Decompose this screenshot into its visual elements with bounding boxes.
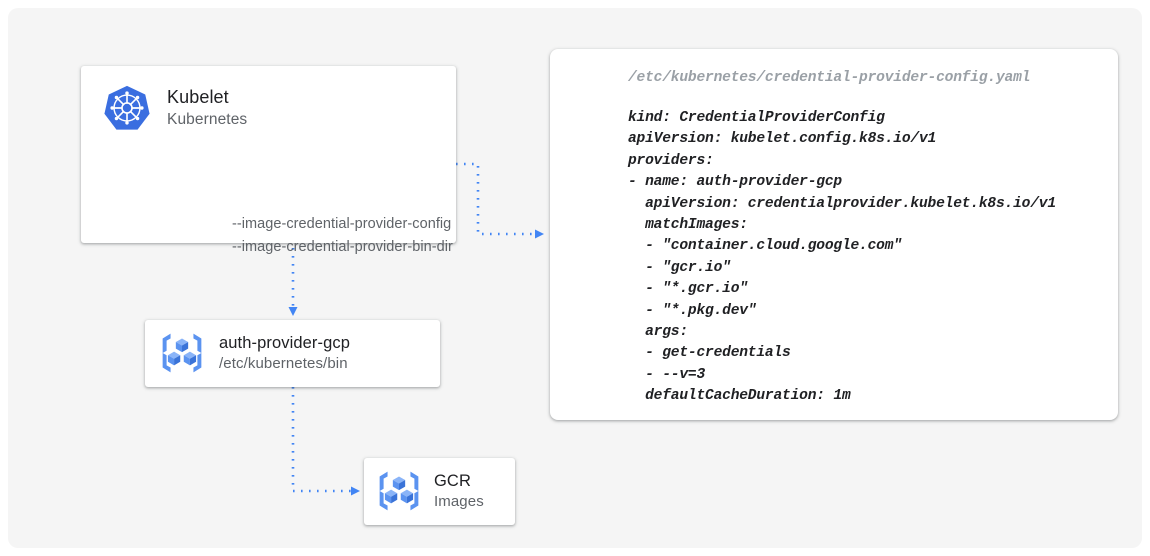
artifact-registry-icon bbox=[376, 469, 422, 513]
yaml-line: - "container.cloud.google.com" bbox=[628, 238, 902, 255]
gcr-card-text: GCR Images bbox=[434, 471, 484, 512]
kubelet-card[interactable]: Kubelet Kubernetes --image-credential-pr… bbox=[81, 66, 456, 255]
auth-provider-gcp-card[interactable]: auth-provider-gcp /etc/kubernetes/bin bbox=[145, 320, 440, 387]
yaml-spacer bbox=[628, 89, 1104, 108]
yaml-line: apiVersion: kubelet.config.k8s.io/v1 bbox=[628, 131, 937, 148]
yaml-line: args: bbox=[628, 324, 688, 341]
yaml-line: - name: auth-provider-gcp bbox=[628, 174, 842, 191]
yaml-line: apiVersion: credentialprovider.kubelet.k… bbox=[628, 195, 1056, 212]
kubelet-subtitle: Kubernetes bbox=[167, 111, 248, 128]
kubelet-card-text: Kubelet Kubernetes bbox=[167, 86, 247, 130]
yaml-line: defaultCacheDuration: 1m bbox=[628, 388, 851, 405]
yaml-line: - "gcr.io" bbox=[628, 259, 731, 276]
auth-provider-gcp-text: auth-provider-gcp /etc/kubernetes/bin bbox=[219, 333, 350, 374]
auth-provider-gcp-header: auth-provider-gcp /etc/kubernetes/bin bbox=[159, 331, 350, 375]
diagram-canvas: Kubelet Kubernetes --image-credential-pr… bbox=[8, 8, 1142, 548]
credential-provider-config-card[interactable]: /etc/kubernetes/credential-provider-conf… bbox=[550, 49, 1118, 420]
cube-top bbox=[392, 476, 406, 491]
kubelet-flag-config: --image-credential-provider-config bbox=[232, 216, 452, 232]
kubelet-flags-list: --image-credential-provider-config --ima… bbox=[232, 213, 453, 259]
kubernetes-logo-icon bbox=[103, 84, 151, 132]
yaml-line: - "*.gcr.io" bbox=[628, 281, 748, 298]
yaml-line: kind: CredentialProviderConfig bbox=[628, 110, 885, 126]
gcr-title: GCR bbox=[434, 471, 471, 490]
kubelet-title: Kubelet bbox=[167, 87, 229, 107]
artifact-registry-icon bbox=[159, 331, 205, 375]
cube-bottom-right bbox=[400, 489, 414, 504]
auth-provider-gcp-subtitle: /etc/kubernetes/bin bbox=[219, 354, 348, 372]
cube-bottom-left bbox=[167, 351, 181, 366]
yaml-file-path: /etc/kubernetes/credential-provider-conf… bbox=[628, 70, 1031, 86]
connector-auth-provider-to-gcr bbox=[291, 387, 360, 496]
gcr-subtitle: Images bbox=[434, 492, 484, 510]
yaml-line: - --v=3 bbox=[628, 366, 706, 383]
yaml-line: matchImages: bbox=[628, 217, 748, 234]
yaml-line: - get-credentials bbox=[628, 345, 791, 362]
cube-bottom-right bbox=[183, 351, 197, 366]
cube-top bbox=[175, 338, 189, 353]
kubelet-card-header: Kubelet Kubernetes bbox=[103, 84, 247, 132]
yaml-line: providers: bbox=[628, 152, 714, 169]
yaml-content: /etc/kubernetes/credential-provider-conf… bbox=[628, 67, 1104, 406]
gcr-card[interactable]: GCR Images bbox=[364, 458, 515, 525]
yaml-line: - "*.pkg.dev" bbox=[628, 302, 757, 319]
gcr-card-header: GCR Images bbox=[376, 469, 484, 513]
yaml-line-list: kind: CredentialProviderConfig apiVersion… bbox=[628, 108, 1104, 408]
cube-bottom-left bbox=[384, 489, 398, 504]
auth-provider-gcp-title: auth-provider-gcp bbox=[219, 333, 351, 352]
kubelet-flag-bin-dir: --image-credential-provider-bin-dir bbox=[232, 239, 453, 255]
